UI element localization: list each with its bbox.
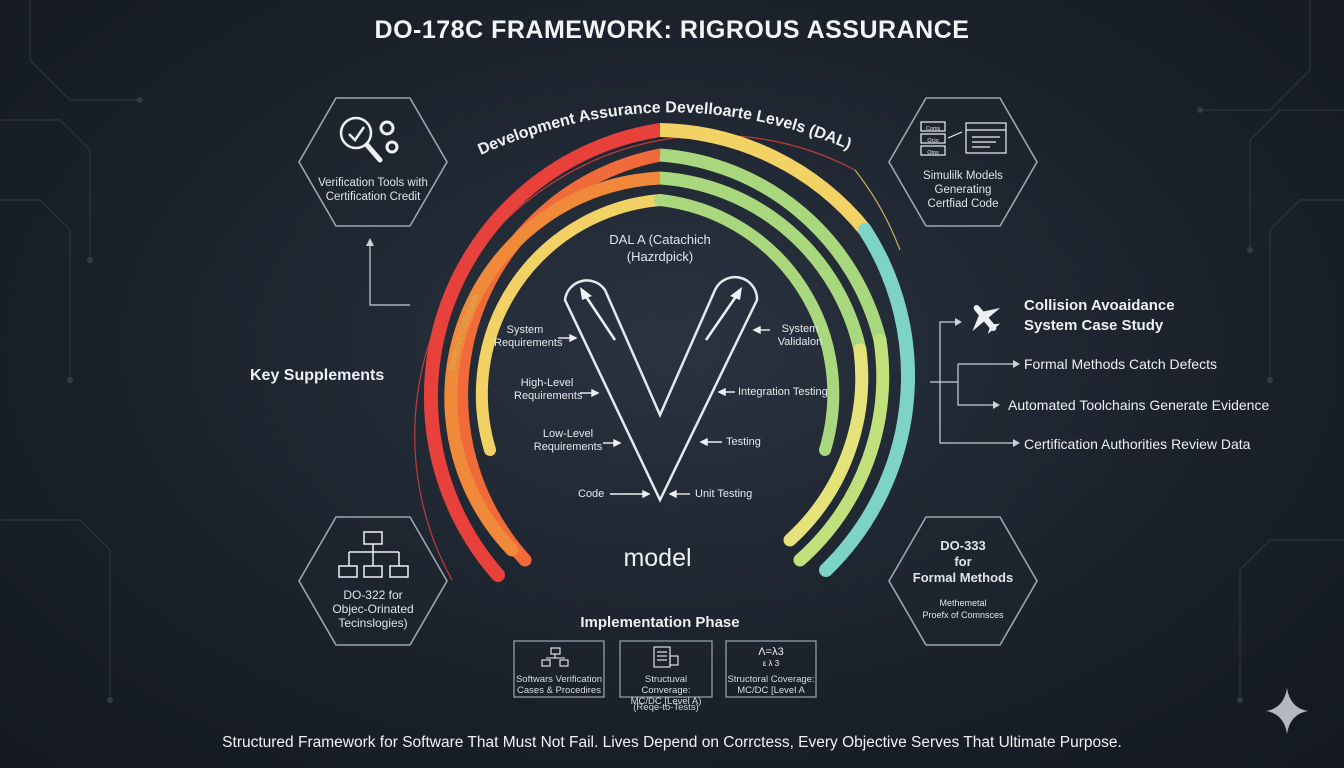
- airplane-icon: [972, 305, 1001, 334]
- hex-bottom-right: [888, 516, 1038, 646]
- key-supplements-label: Key Supplements: [250, 367, 385, 384]
- v-model-label: model: [623, 544, 692, 572]
- v-left-code: Code: [578, 488, 605, 500]
- sparkle-icon: [1266, 688, 1308, 734]
- case-study-item-3: Certification Authorities Review Data: [1024, 436, 1251, 452]
- formula-icon: Λ=λ3 ε λ 3: [758, 646, 784, 668]
- dal-band-4: [475, 194, 666, 456]
- impl-box-3-label: Structoral Coverage:MC/DC [Level A: [727, 674, 815, 696]
- dal-band-2: [455, 148, 667, 567]
- simulink-blocks-icon: [920, 121, 1007, 156]
- connector-right: [930, 321, 1015, 444]
- flowchart-icon: [541, 647, 569, 667]
- implementation-title: Implementation Phase: [580, 614, 740, 631]
- dal-band-1: [423, 123, 667, 582]
- page-title: DO-178C FRAMEWORK: RIGROUS ASSURANCE: [374, 16, 970, 44]
- hex-bottom-left: [298, 516, 448, 646]
- v-right-testing: Testing: [726, 436, 761, 448]
- connector-top-left: [369, 245, 410, 306]
- footer-caption: Structured Framework for Software That M…: [222, 734, 1122, 751]
- impl-sub-label: (Reqe-to-Tests): [633, 702, 699, 713]
- document-icon: [653, 646, 679, 668]
- v-right-unit-testing: Unit Testing: [695, 488, 753, 500]
- dal-a-line2: (Hazrdpick): [626, 249, 694, 264]
- impl-box-3: [725, 640, 817, 698]
- hierarchy-icon: [338, 531, 409, 578]
- dal-band-3: [444, 171, 667, 557]
- impl-box-2: [619, 640, 713, 698]
- magnifier-gear-icon: [339, 116, 399, 163]
- v-right-integration-testing: Integration Testing: [738, 386, 828, 398]
- case-study-item-1: Formal Methods Catch Defects: [1024, 356, 1217, 372]
- dal-a-label: DAL A (Catachich (Hazrdpick): [590, 231, 730, 265]
- impl-box-2-label: Structuval Converage:MC/DC [Level A): [630, 674, 702, 707]
- hex-top-left: [298, 97, 448, 227]
- impl-box-1: [513, 640, 605, 698]
- dal-a-line1: DAL A (Catachich: [609, 232, 711, 247]
- v-model-shape: [563, 275, 759, 503]
- case-study-item-2: Automated Toolchains Generate Evidence: [1008, 397, 1270, 413]
